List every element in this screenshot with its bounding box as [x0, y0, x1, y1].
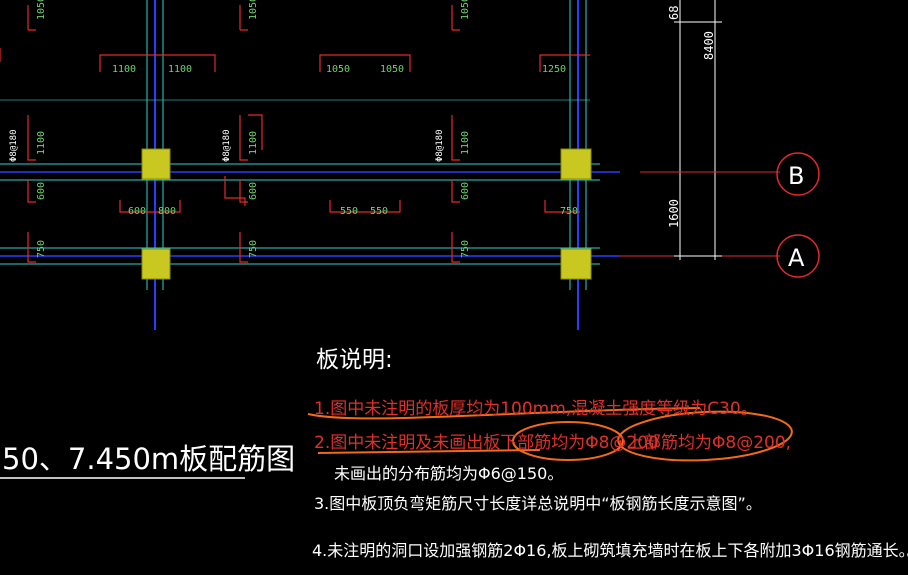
vertical-label: 750: [36, 240, 47, 258]
note-line-1: 1.图中未注明的板厚均为100mm,混凝土强度等级为C30。: [314, 399, 758, 419]
column: [141, 148, 171, 180]
right-dimension-chain: [620, 0, 820, 278]
span-label: 1250: [542, 64, 566, 75]
axis-bubble-b: [776, 152, 820, 196]
span-label: 1050: [380, 64, 404, 75]
note-line-2a: 2.图中未注明及未画出板下部筋均为Φ8@200: [314, 433, 659, 453]
vertical-label: 750: [460, 240, 471, 258]
axis-label-a: A: [788, 244, 805, 272]
dimension-text: 1600: [667, 199, 681, 228]
vertical-label: 600: [248, 182, 259, 200]
note-line-3: 3.图中板顶负弯矩筋尺寸长度详总说明中“板钢筋长度示意图”。: [314, 494, 762, 513]
column: [141, 248, 171, 280]
mid-label: 800: [158, 206, 176, 217]
mid-label: 750: [560, 206, 578, 217]
grid-lines: [0, 0, 620, 330]
mid-label: 550: [370, 206, 388, 217]
note-line-2c: 未画出的分布筋均为Φ6@150。: [334, 464, 564, 483]
vertical-label: 750: [248, 240, 259, 258]
vertical-label: 600: [36, 182, 47, 200]
vertical-label: 600: [460, 182, 471, 200]
dimension-text: 8400: [702, 31, 716, 60]
mid-label: 600: [128, 206, 146, 217]
vertical-label: 1100: [36, 131, 47, 155]
column: [560, 248, 592, 280]
top-length-label: 1050: [36, 0, 47, 20]
column: [560, 148, 592, 180]
note-line-4: 4.未注明的洞口设加强钢筋2Φ16,板上砌筑填充墙时在板上下各附加3Φ16钢筋通…: [312, 541, 908, 560]
top-length-label: 1050: [460, 0, 471, 20]
drawing-labels: 1100 1100 1050 1050 1250 600 800 550 550…: [9, 0, 805, 272]
rebar-tag: Φ8@180: [9, 129, 19, 162]
vertical-label: 1100: [248, 131, 259, 155]
axis-label-b: B: [788, 162, 804, 190]
drawing-title: 50、7.450m板配筋图: [2, 442, 296, 476]
mid-label: 550: [340, 206, 358, 217]
vertical-label: 1100: [460, 131, 471, 155]
axis-bubble-a: [776, 234, 820, 278]
top-length-label: 1050: [248, 0, 259, 20]
note-line-2b: 上部筋均为Φ8@200,: [627, 433, 792, 453]
columns: [141, 148, 592, 280]
markup-circles: [307, 407, 793, 462]
dimension-text: 68: [667, 6, 681, 20]
rebar-marks: [0, 5, 590, 263]
span-label: 1050: [326, 64, 350, 75]
notes-heading: 板说明:: [316, 347, 393, 373]
span-label: 1100: [168, 64, 192, 75]
span-label: 1100: [112, 64, 136, 75]
rebar-tag: Φ8@180: [222, 129, 232, 162]
rebar-tag: Φ8@180: [435, 129, 445, 162]
